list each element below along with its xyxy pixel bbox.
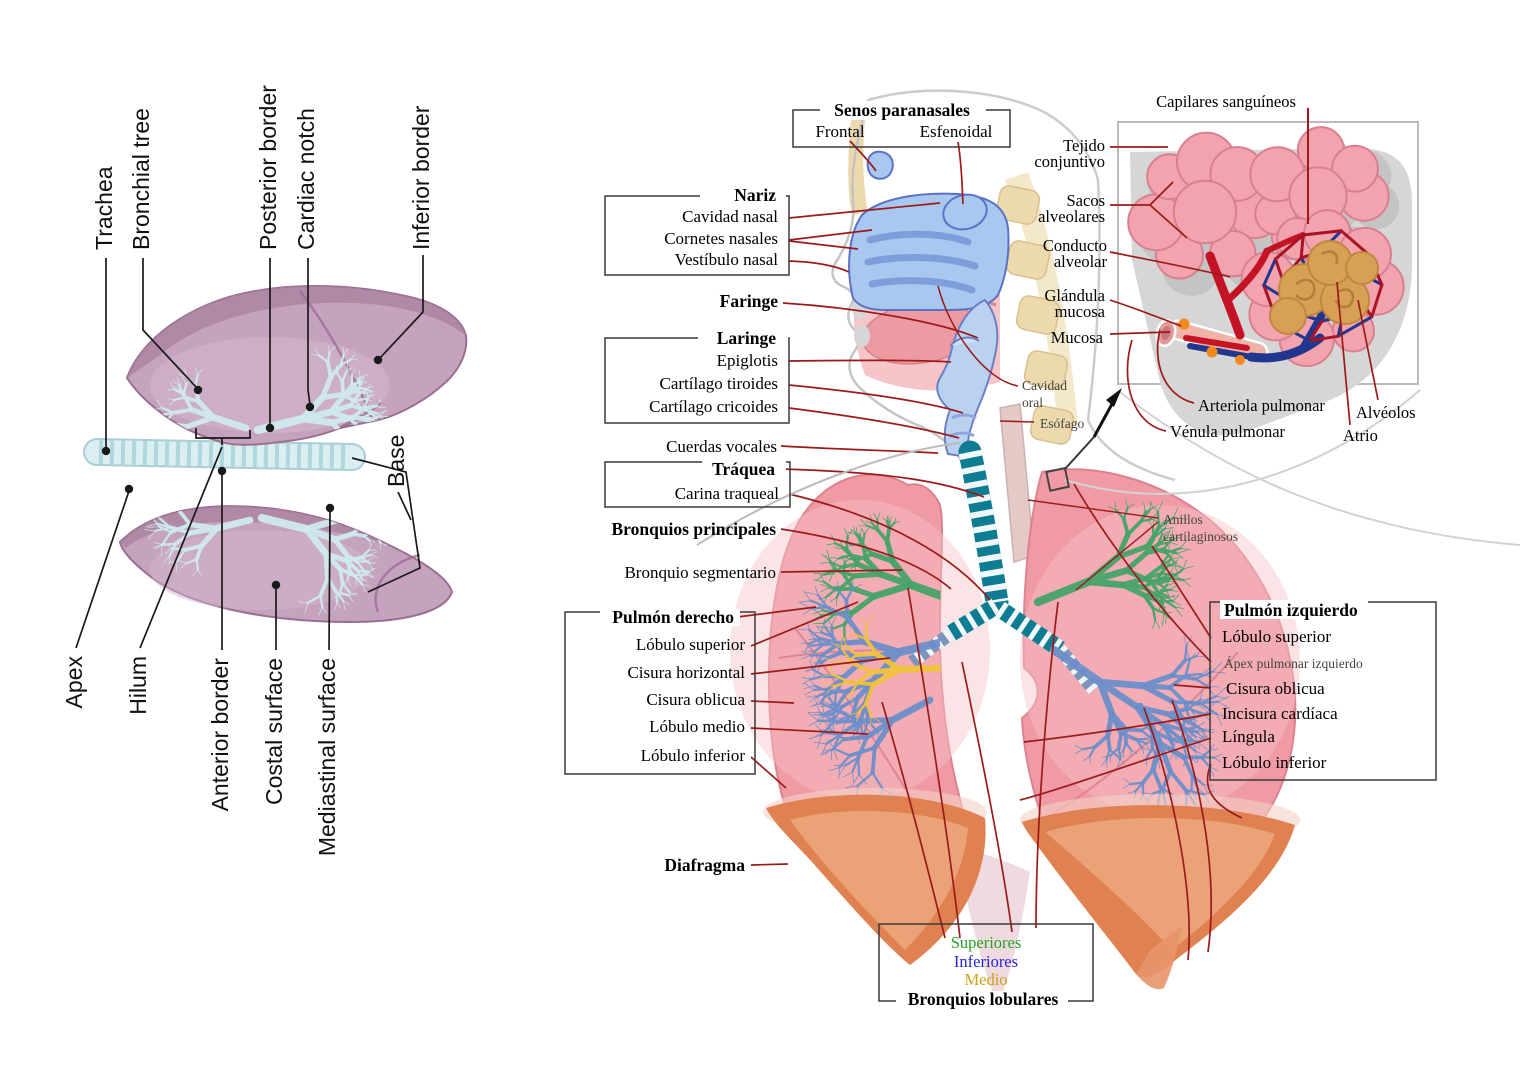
- label-hilum: Hilum: [125, 656, 151, 715]
- label-faringe: Faringe: [720, 291, 779, 311]
- label-pd-lobulo-inferior: Lóbulo inferior: [641, 746, 746, 765]
- label-pi-lobulo-inferior: Lóbulo inferior: [1222, 753, 1327, 772]
- lower-lung-illustration: [119, 505, 453, 623]
- magnifier-callout: [1045, 388, 1521, 546]
- upper-lung-illustration: [126, 284, 468, 446]
- label-glandula-1: Glándula: [1045, 286, 1106, 305]
- label-pi-incisura-cardiaca: Incisura cardíaca: [1222, 704, 1338, 723]
- laringe-box: [604, 337, 790, 424]
- label-laringe-title: Laringe: [717, 328, 777, 348]
- label-anillos-1: Anillos: [1163, 512, 1203, 527]
- label-tejido-1: Tejido: [1063, 136, 1105, 155]
- traquea-box: [604, 461, 791, 508]
- label-vestibulo-nasal: Vestíbulo nasal: [675, 250, 779, 269]
- alveoli-inset: [1117, 121, 1419, 436]
- trachea-striped-illustration: [958, 440, 1009, 614]
- respiratory-system-diagram: Senos paranasales Frontal Esfenoidal Nar…: [564, 89, 1521, 1009]
- left-lung-bronchial-trees: [1033, 499, 1231, 820]
- label-sacos-1: Sacos: [1067, 191, 1106, 210]
- diaphragm-illustration: [763, 788, 1300, 1006]
- label-pd-cisura-horizontal: Cisura horizontal: [627, 663, 745, 682]
- label-cornetes-nasales: Cornetes nasales: [664, 229, 778, 248]
- label-cavidad-nasal: Cavidad nasal: [682, 207, 778, 226]
- label-capilares-sanguineos: Capilares sanguíneos: [1156, 92, 1296, 111]
- label-pd-lobulo-superior: Lóbulo superior: [636, 635, 745, 654]
- label-cardiac-notch: Cardiac notch: [293, 108, 319, 250]
- label-cuerdas-vocales: Cuerdas vocales: [666, 437, 777, 456]
- label-cartilago-cricoides: Cartílago cricoides: [649, 397, 778, 416]
- label-pi-lobulo-superior: Lóbulo superior: [1222, 627, 1331, 646]
- label-traquea-title: Tráquea: [712, 459, 775, 479]
- alveoli-atrium-blobs: [1269, 240, 1379, 335]
- label-cavidad-oral-2: oral: [1022, 395, 1043, 410]
- label-pi-cisura-oblicua: Cisura oblicua: [1226, 679, 1325, 698]
- label-pi-lingula: Língula: [1222, 727, 1275, 746]
- left-lung-medial-diagram: Trachea Bronchial tree Posterior border …: [61, 85, 468, 856]
- label-cartilago-tiroides: Cartílago tiroides: [659, 374, 778, 393]
- label-pi-apex: Ápex pulmonar izquierdo: [1224, 656, 1363, 671]
- label-base: Base: [383, 435, 409, 487]
- trachea-illustration: [83, 438, 366, 471]
- label-conducto-1: Conducto: [1043, 236, 1107, 255]
- label-bronchial-tree: Bronchial tree: [128, 108, 154, 250]
- label-arteriola-pulmonar: Arteriola pulmonar: [1198, 396, 1325, 415]
- label-inferior-border: Inferior border: [408, 105, 434, 250]
- label-cavidad-oral-1: Cavidad: [1022, 378, 1067, 393]
- label-esofago: Esófago: [1040, 416, 1084, 431]
- label-pulmon-izquierdo-title: Pulmón izquierdo: [1224, 600, 1358, 620]
- gray-leader: [696, 442, 961, 546]
- label-anterior-border: Anterior border: [207, 658, 233, 812]
- label-mediastinal-surface: Mediastinal surface: [314, 658, 340, 856]
- label-conducto-2: alveolar: [1054, 252, 1108, 271]
- label-esfenoidal: Esfenoidal: [920, 122, 993, 141]
- label-inferiores: Inferiores: [954, 952, 1018, 971]
- label-trachea: Trachea: [91, 166, 117, 250]
- base-bracket: [351, 457, 421, 593]
- label-frontal: Frontal: [815, 122, 864, 141]
- label-carina-traqueal: Carina traqueal: [675, 484, 780, 503]
- left-diagram-leader-dots: [101, 355, 383, 590]
- label-bronquio-segmentario: Bronquio segmentario: [624, 563, 776, 582]
- label-pd-cisura-oblicua: Cisura oblicua: [646, 690, 745, 709]
- mucous-gland-dots: [1178, 318, 1245, 365]
- label-venula-pulmonar: Vénula pulmonar: [1170, 422, 1286, 441]
- label-superiores: Superiores: [951, 933, 1022, 952]
- label-pd-lobulo-medio: Lóbulo medio: [649, 717, 745, 736]
- label-epiglotis: Epiglotis: [717, 351, 778, 370]
- label-tejido-2: conjuntivo: [1034, 152, 1105, 171]
- label-anillos-2: cartilaginosos: [1163, 529, 1238, 544]
- label-bronquios-principales: Bronquios principales: [611, 519, 776, 539]
- nariz-box: [604, 195, 790, 276]
- head-profile: [831, 89, 1176, 482]
- label-bronquios-lobulares-title: Bronquios lobulares: [908, 989, 1059, 1009]
- hilum-bracket: [195, 428, 251, 445]
- nasal-cavity-illustration: [848, 150, 1010, 311]
- label-posterior-border: Posterior border: [255, 85, 281, 250]
- label-alveolos: Alvéolos: [1356, 403, 1416, 422]
- label-nariz-title: Nariz: [734, 185, 776, 205]
- label-senos-title: Senos paranasales: [834, 100, 970, 120]
- label-diafragma: Diafragma: [664, 855, 745, 875]
- label-costal-surface: Costal surface: [261, 658, 287, 805]
- label-sacos-2: alveolares: [1038, 207, 1105, 226]
- label-apex: Apex: [61, 656, 87, 709]
- title-plates: [600, 101, 1368, 1008]
- label-glandula-2: mucosa: [1055, 302, 1106, 321]
- label-medio: Medio: [964, 970, 1007, 989]
- label-atrio: Atrio: [1343, 426, 1378, 445]
- left-diagram-leaders: [75, 255, 424, 651]
- label-mucosa: Mucosa: [1051, 328, 1104, 347]
- leader-lines: [736, 108, 1379, 961]
- label-pulmon-derecho-title: Pulmón derecho: [612, 607, 734, 627]
